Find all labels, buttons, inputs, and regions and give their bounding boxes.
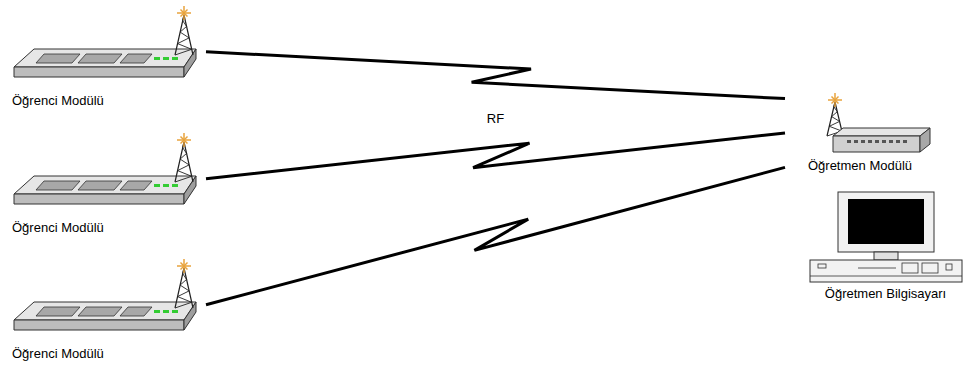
student-module-icon: [6, 258, 206, 346]
link-label: RF: [484, 111, 507, 127]
teacher-module-icon: [785, 92, 935, 158]
rf-link: [206, 52, 785, 99]
teacher-computer: Öğretmen Bilgisayarı: [798, 190, 973, 302]
device-label: Öğrenci Modülü: [6, 220, 206, 236]
teacher-module: Öğretmen Modülü: [785, 92, 935, 174]
student-module: Öğrenci Modülü: [6, 132, 206, 236]
rf-link: [206, 167, 785, 304]
rf-link: [206, 133, 785, 179]
student-module-icon: [6, 5, 206, 93]
student-module-icon: [6, 132, 206, 220]
device-label: Öğretmen Modülü: [785, 158, 935, 174]
device-label: Öğrenci Modülü: [6, 93, 206, 109]
student-module: Öğrenci Modülü: [6, 5, 206, 109]
device-label: Öğretmen Bilgisayarı: [798, 286, 973, 302]
student-module: Öğrenci Modülü: [6, 258, 206, 362]
computer-icon: [798, 190, 973, 286]
device-label: Öğrenci Modülü: [6, 346, 206, 362]
